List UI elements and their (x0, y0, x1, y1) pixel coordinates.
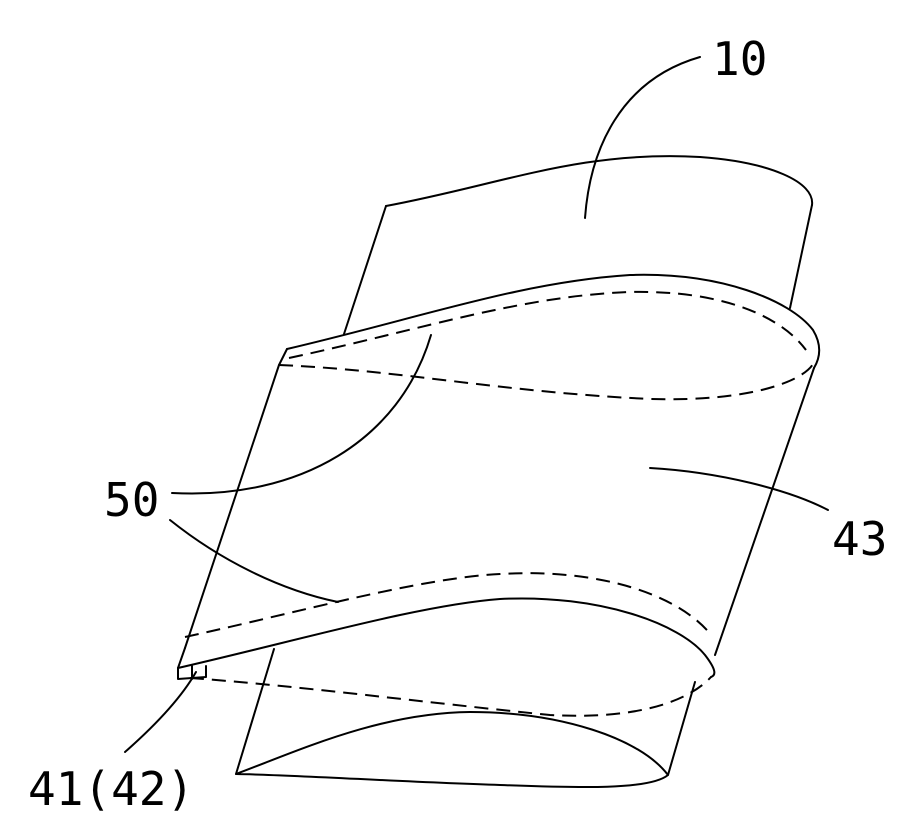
blade-left-edge-upper (344, 206, 386, 334)
label-41-42: 41(42) (28, 762, 194, 816)
sheath-front-right-edge (715, 368, 814, 655)
sheath-top-outer-edge (287, 275, 819, 368)
sheath-bottom-outer-edge (178, 598, 714, 677)
label-43: 43 (832, 512, 887, 566)
blade-body-10 (344, 156, 812, 334)
leader-10 (585, 57, 700, 218)
blade-left-edge-lower (236, 649, 274, 774)
leader-lines (125, 57, 828, 752)
label-10: 10 (712, 32, 767, 86)
sheath-top-fold-front (279, 349, 287, 365)
blade-right-edge-lower (668, 682, 695, 775)
blade-top-edge (386, 156, 812, 206)
blade-body-lower (236, 649, 695, 787)
sheath-bottom-inner-curve (190, 677, 711, 716)
leader-50-lower (170, 520, 338, 602)
sheath-front-left-edge (185, 365, 279, 648)
sheath-top-dashed-fold (289, 292, 806, 358)
leader-41-42 (125, 672, 196, 752)
blade-bottom-edge (236, 712, 668, 787)
sheath-top-inner-curve (279, 364, 813, 399)
leader-50-upper (172, 335, 431, 494)
label-50: 50 (104, 473, 159, 527)
sheath-bottom-front-corner (178, 648, 185, 668)
blade-right-edge-upper (790, 205, 812, 308)
leader-43 (650, 468, 828, 510)
